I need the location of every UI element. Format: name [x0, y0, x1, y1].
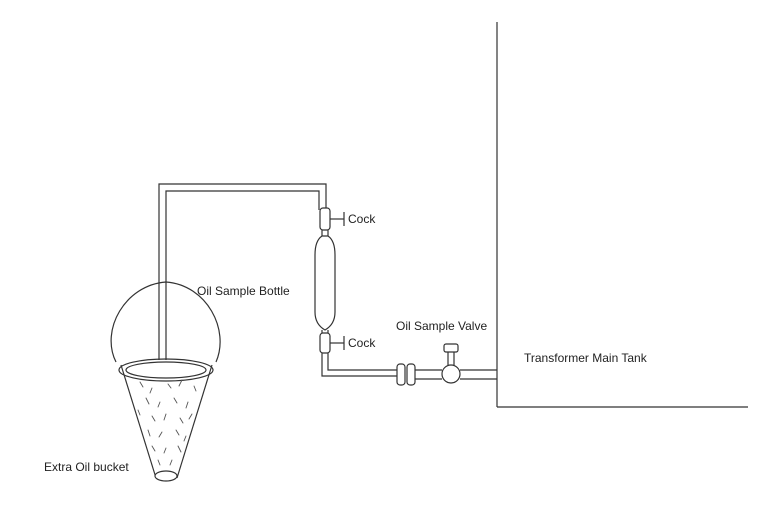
label-oil-sample-valve: Oil Sample Valve [396, 319, 487, 333]
label-extra-oil-bucket: Extra Oil bucket [44, 460, 129, 474]
bottom-cock [319, 332, 345, 354]
pipe-coupling [396, 363, 416, 386]
return-pipe [158, 183, 327, 360]
bottle-neck-top [321, 230, 329, 236]
label-oil-sample-bottle: Oil Sample Bottle [197, 284, 290, 298]
sample-pipe [321, 353, 497, 380]
oil-sample-bottle [314, 235, 336, 331]
transformer-main-tank [496, 22, 748, 408]
label-cock-top: Cock [348, 212, 376, 226]
label-transformer-main-tank: Transformer Main Tank [524, 351, 648, 365]
label-cock-bottom: Cock [348, 336, 376, 350]
oil-sample-valve [441, 343, 461, 384]
oil-streaks [137, 379, 197, 466]
top-cock [319, 207, 345, 231]
extra-oil-bucket [110, 281, 221, 482]
